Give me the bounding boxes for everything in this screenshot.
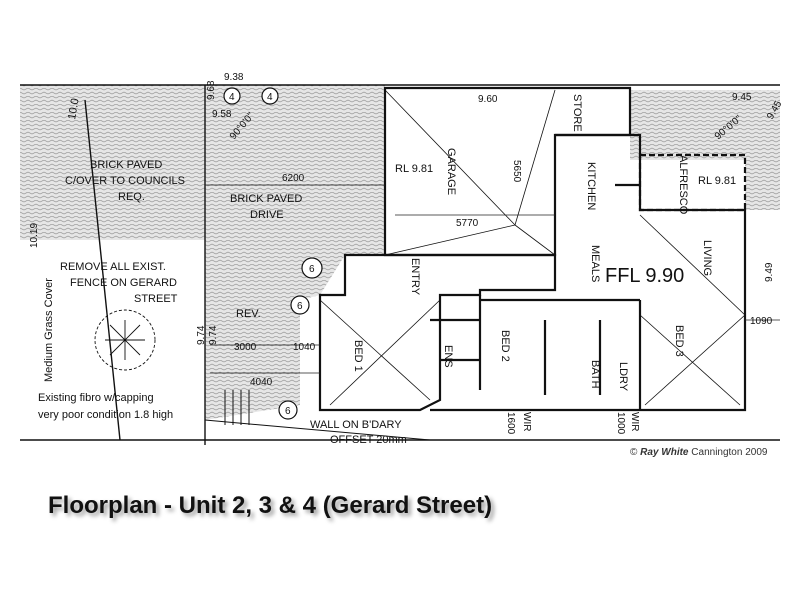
dim-10-0: 10.0 bbox=[66, 97, 82, 120]
dim-1000: 1000 bbox=[615, 412, 626, 435]
marker-6-c bbox=[278, 400, 298, 420]
dim-1600: 1600 bbox=[505, 412, 516, 435]
marker-6-b bbox=[290, 295, 310, 315]
room-kitchen: KITCHEN bbox=[585, 162, 597, 210]
brick-paved-crossover-area bbox=[20, 85, 205, 240]
room-store: STORE bbox=[571, 94, 583, 132]
brick-paved-drive-area bbox=[205, 85, 385, 420]
note-drive-2: DRIVE bbox=[250, 209, 284, 221]
east-paved-area bbox=[630, 90, 780, 210]
note-remove-1: REMOVE ALL EXIST. bbox=[60, 261, 166, 273]
room-wir-2: WIR bbox=[629, 412, 640, 431]
dim-1040: 1040 bbox=[293, 342, 316, 353]
copyright-credit: © Ray White Cannington 2009 bbox=[630, 447, 767, 458]
marker-4-a bbox=[223, 87, 241, 105]
dim-9-38: 9.38 bbox=[224, 72, 244, 83]
room-entry: ENTRY bbox=[409, 258, 421, 296]
room-bed2: BED 2 bbox=[499, 330, 511, 362]
copyright-symbol: © bbox=[630, 447, 638, 458]
room-garage: GARAGE bbox=[445, 148, 457, 195]
note-remove-2: FENCE ON GERARD bbox=[70, 277, 177, 289]
note-brick-paved-2: C/OVER TO COUNCILS bbox=[65, 175, 185, 187]
dim-9-58: 9.58 bbox=[212, 109, 232, 120]
marker-4-b bbox=[261, 87, 279, 105]
marker-6-b-label: 6 bbox=[297, 301, 303, 312]
level-rl-garage: RL 9.81 bbox=[395, 163, 433, 175]
marker-6-c-label: 6 bbox=[285, 406, 291, 417]
dim-5650: 5650 bbox=[511, 160, 522, 183]
note-wall-2: OFFSET 20mm bbox=[330, 434, 407, 446]
marker-numbers: 4 4 6 6 6 bbox=[229, 92, 315, 417]
room-ens: ENS bbox=[442, 345, 454, 368]
note-fence-1: Existing fibro w/capping bbox=[38, 392, 154, 404]
level-rl-alfresco: RL 9.81 bbox=[698, 175, 736, 187]
existing-tree-icon bbox=[94, 309, 156, 371]
paved-areas bbox=[20, 85, 780, 420]
room-alfresco: ALFRESCO bbox=[677, 155, 689, 215]
credit-brand: Ray White bbox=[640, 447, 689, 458]
dim-9-45-a: 9.45 bbox=[732, 92, 752, 103]
marker-4-a-label: 4 bbox=[229, 92, 235, 103]
dim-1090: 1090 bbox=[750, 316, 773, 327]
note-fence-2: very poor condition 1.8 high bbox=[38, 409, 173, 421]
credit-rest: Cannington 2009 bbox=[691, 447, 768, 458]
dim-3000: 3000 bbox=[234, 342, 257, 353]
note-brick-paved-3: REQ. bbox=[118, 191, 145, 203]
room-bath: BATH bbox=[589, 360, 601, 389]
site-boundary bbox=[20, 84, 780, 445]
main-house-outline bbox=[318, 253, 557, 412]
marker-6-a bbox=[301, 257, 323, 279]
floorplan-caption: Floorplan - Unit 2, 3 & 4 (Gerard Street… bbox=[48, 492, 493, 519]
alfresco-outline bbox=[638, 153, 747, 212]
levels: RL 9.81 RL 9.81 FFL 9.90 bbox=[395, 163, 736, 287]
fence-steps bbox=[224, 390, 250, 425]
site-notes: BRICK PAVED C/OVER TO COUNCILS REQ. BRIC… bbox=[38, 159, 407, 446]
room-living: LIVING bbox=[701, 240, 713, 276]
dim-5770: 5770 bbox=[456, 218, 479, 229]
note-wall-1: WALL ON B'DARY bbox=[310, 419, 402, 431]
dim-9-68: 9.68 bbox=[206, 80, 217, 100]
markers bbox=[223, 87, 323, 420]
dim-10-19: 10.19 bbox=[29, 223, 40, 248]
roof-lines bbox=[319, 89, 746, 406]
room-bed1: BED 1 bbox=[352, 340, 364, 372]
level-ffl: FFL 9.90 bbox=[605, 265, 684, 287]
dim-4040: 4040 bbox=[250, 377, 273, 388]
room-wir-1: WIR bbox=[521, 412, 532, 431]
dim-9-74-b: 9.74 bbox=[208, 325, 219, 345]
note-drive-1: BRICK PAVED bbox=[230, 193, 302, 205]
note-rev: REV. bbox=[236, 308, 261, 320]
dim-9-60: 9.60 bbox=[478, 94, 498, 105]
room-bed3: BED 3 bbox=[673, 325, 685, 357]
room-ldry: LDRY bbox=[617, 362, 629, 392]
dim-6200: 6200 bbox=[282, 173, 305, 184]
note-remove-3: STREET bbox=[134, 293, 178, 305]
marker-4-b-label: 4 bbox=[267, 92, 273, 103]
marker-6-a-label: 6 bbox=[309, 264, 315, 275]
note-grass: Medium Grass Cover bbox=[43, 278, 55, 382]
room-labels: GARAGE STORE KITCHEN ALFRESCO MEALS LIVI… bbox=[352, 94, 713, 431]
room-meals: MEALS bbox=[589, 245, 601, 282]
dim-9-49: 9.49 bbox=[764, 262, 775, 282]
note-brick-paved-1: BRICK PAVED bbox=[90, 159, 162, 171]
dimension-lines bbox=[205, 184, 780, 374]
dim-9-74-a: 9.74 bbox=[196, 325, 207, 345]
